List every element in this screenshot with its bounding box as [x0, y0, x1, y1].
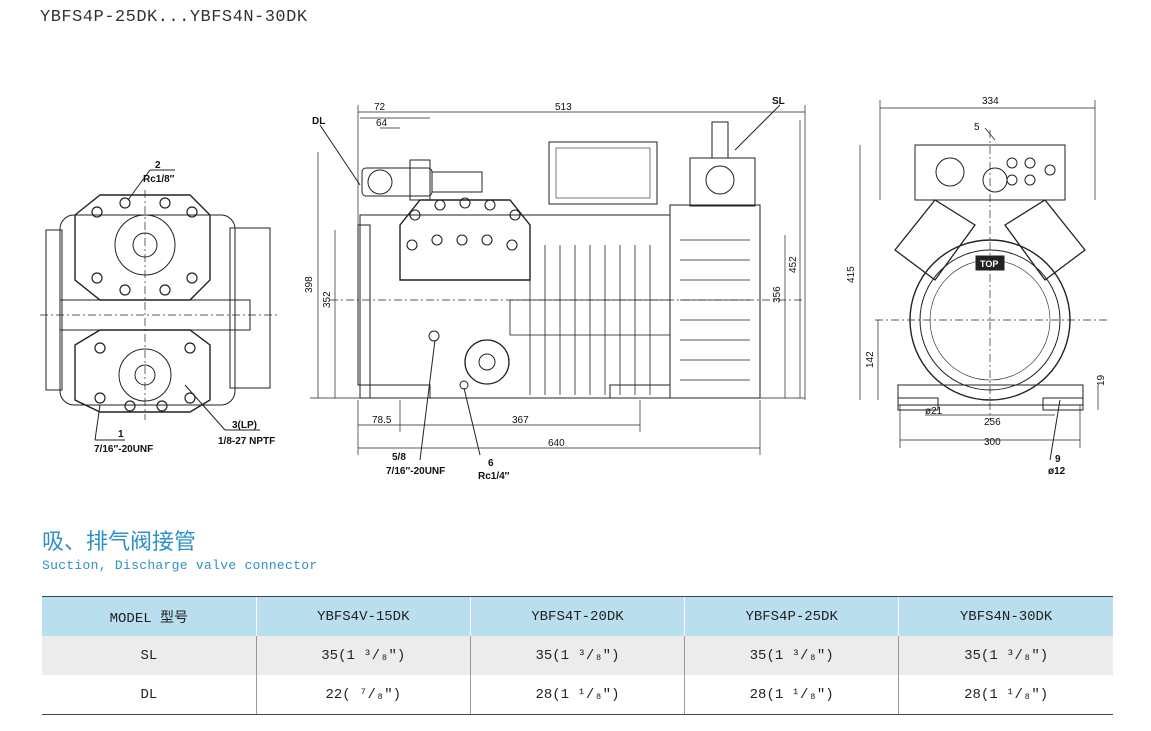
side-view: [310, 104, 806, 461]
dim-452: 452: [788, 256, 799, 273]
table-cell: 35(1 ³/₈″): [898, 636, 1113, 675]
label-sl: SL: [772, 96, 785, 107]
dim-513: 513: [555, 102, 572, 113]
dim-352: 352: [322, 291, 333, 308]
label-rc18: Rc1/8″: [143, 174, 175, 185]
dim-78-5: 78.5: [372, 415, 392, 426]
dim-334: 334: [982, 96, 999, 107]
row-label-dl: DL: [42, 675, 257, 715]
row-label-sl: SL: [42, 636, 257, 675]
dim-256: 256: [984, 417, 1001, 428]
label-npt: 1/8-27 NPTF: [218, 436, 275, 447]
header-col-2: YBFS4T-20DK: [469, 596, 685, 636]
label-phi12: ø12: [1048, 466, 1066, 477]
table-cell: 35(1 ³/₈″): [469, 636, 685, 675]
dim-64: 64: [376, 118, 388, 129]
header-col-1: YBFS4V-15DK: [255, 596, 471, 636]
table-cell: 35(1 ³/₈″): [684, 636, 899, 675]
table-row-sl: SL 35(1 ³/₈″) 35(1 ³/₈″) 35(1 ³/₈″) 35(1…: [42, 636, 1113, 675]
table-row-dl: DL 22( ⁷/₈″) 28(1 ¹/₈″) 28(1 ¹/₈″) 28(1 …: [42, 675, 1113, 715]
table-header-row: MODEL 型号 YBFS4V-15DK YBFS4T-20DK YBFS4P-…: [42, 596, 1113, 636]
dim-19: 19: [1096, 374, 1107, 386]
top-badge-text: TOP: [980, 259, 998, 269]
label-7-16-side: 7/16″-20UNF: [386, 466, 445, 477]
dim-415: 415: [846, 266, 857, 283]
table-cell: 28(1 ¹/₈″): [469, 675, 685, 715]
side-view-labels: DL SL 72 64 513 398 352 356 452 78.5 367…: [304, 96, 799, 482]
table-cell: 28(1 ¹/₈″): [898, 675, 1113, 715]
section-title-en: Suction, Discharge valve connector: [42, 558, 318, 573]
table-cell: 35(1 ³/₈″): [255, 636, 471, 675]
label-rc14: Rc1/4″: [478, 471, 510, 482]
header-col-3: YBFS4P-25DK: [684, 596, 899, 636]
label-7-16: 7/16″-20UNF: [94, 444, 153, 455]
label-dl: DL: [312, 116, 325, 127]
dim-5: 5: [974, 122, 980, 133]
label-1: 1: [118, 429, 124, 440]
table-cell: 28(1 ¹/₈″): [684, 675, 899, 715]
header-col-4: YBFS4N-30DK: [898, 596, 1113, 636]
label-6: 6: [488, 458, 494, 469]
spec-table: MODEL 型号 YBFS4V-15DK YBFS4T-20DK YBFS4P-…: [42, 596, 1113, 715]
label-9: 9: [1055, 454, 1061, 465]
dim-142: 142: [865, 351, 876, 368]
left-view: [40, 169, 280, 441]
dim-72: 72: [374, 102, 386, 113]
label-2: 2: [155, 160, 161, 171]
left-view-labels: 2 Rc1/8″ 1 7/16″-20UNF 3(LP) 1/8-27 NPTF: [94, 160, 275, 455]
dim-367: 367: [512, 415, 529, 426]
dim-356: 356: [772, 286, 783, 303]
front-view: [859, 100, 1110, 461]
dim-640: 640: [548, 438, 565, 449]
page-title: YBFS4P-25DK...YBFS4N-30DK: [40, 8, 308, 27]
technical-drawing: 2 Rc1/8″ 1 7/16″-20UNF 3(LP) 1/8-27 NPTF…: [40, 96, 1110, 482]
dim-300: 300: [984, 437, 1001, 448]
header-model: MODEL 型号: [42, 596, 257, 636]
dim-phi21: ø21: [925, 406, 943, 417]
section-title-cn: 吸、排气阀接管: [42, 530, 197, 555]
label-5-8: 5/8: [392, 452, 406, 463]
label-3lp: 3(LP): [232, 420, 257, 431]
front-view-labels: 334 5 415 142 19 ø21 256 300 9 ø12 TOP: [846, 96, 1107, 477]
dim-398: 398: [304, 276, 315, 293]
table-cell: 22( ⁷/₈″): [255, 675, 471, 715]
